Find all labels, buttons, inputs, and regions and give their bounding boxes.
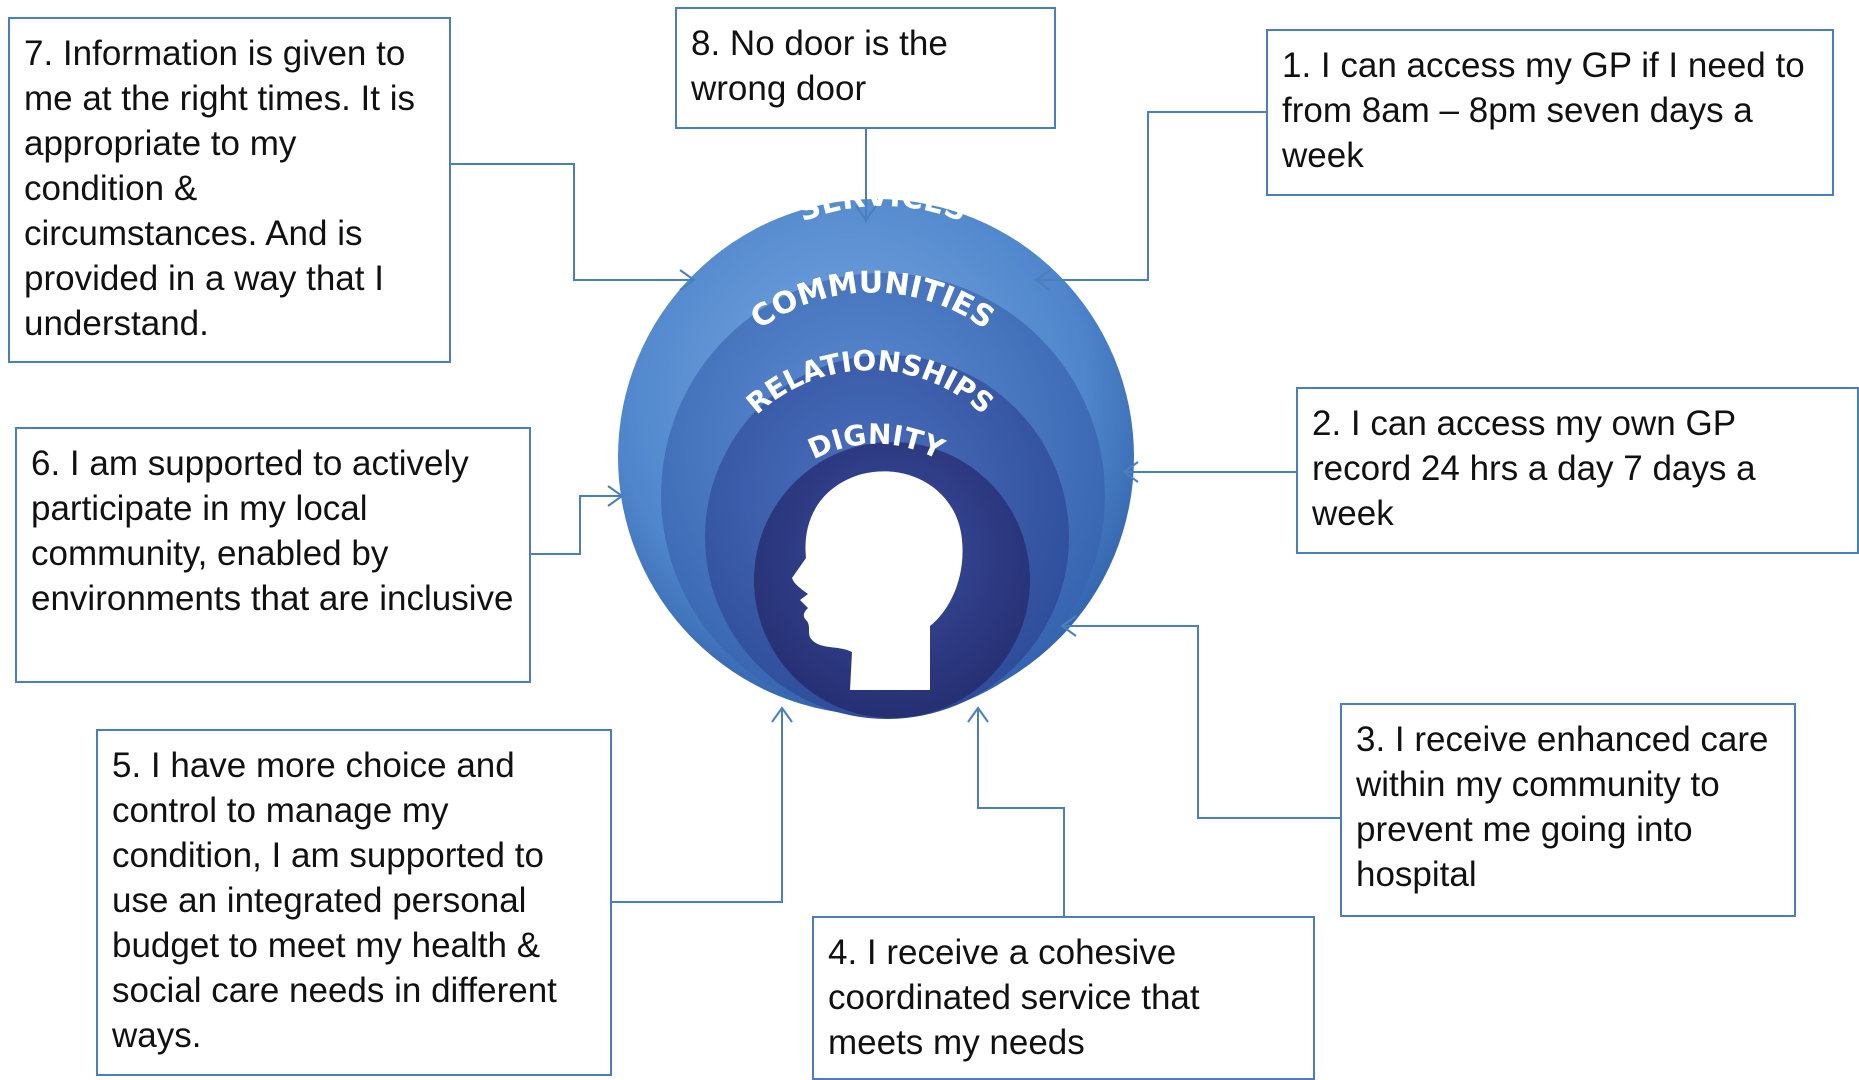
outcome-box-4: 4. I receive a cohesive coordinated serv… bbox=[812, 916, 1315, 1080]
connector-6 bbox=[530, 495, 622, 555]
connector-7 bbox=[450, 163, 694, 281]
arrowhead-4 bbox=[967, 706, 989, 723]
outcome-box-7: 7. Information is given to me at the rig… bbox=[8, 17, 451, 363]
arrowhead-8 bbox=[855, 205, 877, 222]
outcome-box-1: 1. I can access my GP if I need to from … bbox=[1266, 29, 1834, 196]
head-silhouette-icon bbox=[792, 471, 963, 690]
connector-1 bbox=[1034, 111, 1266, 281]
connector-4 bbox=[977, 708, 1065, 916]
arrowhead-5 bbox=[771, 706, 793, 723]
arrowhead-1 bbox=[1034, 269, 1051, 291]
arrowhead-6 bbox=[607, 485, 624, 507]
arrowhead-7 bbox=[679, 269, 696, 291]
outcome-box-8: 8. No door is the wrong door bbox=[675, 7, 1056, 129]
arrowhead-2 bbox=[1122, 461, 1139, 483]
connector-5 bbox=[612, 708, 783, 903]
outcome-box-2: 2. I can access my own GP record 24 hrs … bbox=[1296, 387, 1859, 554]
arrowhead-3 bbox=[1060, 615, 1077, 637]
outcome-box-5: 5. I have more choice and control to man… bbox=[96, 729, 612, 1076]
outcome-box-6: 6. I am supported to actively participat… bbox=[15, 427, 531, 683]
connector-3 bbox=[1062, 625, 1340, 819]
outcome-box-3: 3. I receive enhanced care within my com… bbox=[1340, 703, 1796, 917]
